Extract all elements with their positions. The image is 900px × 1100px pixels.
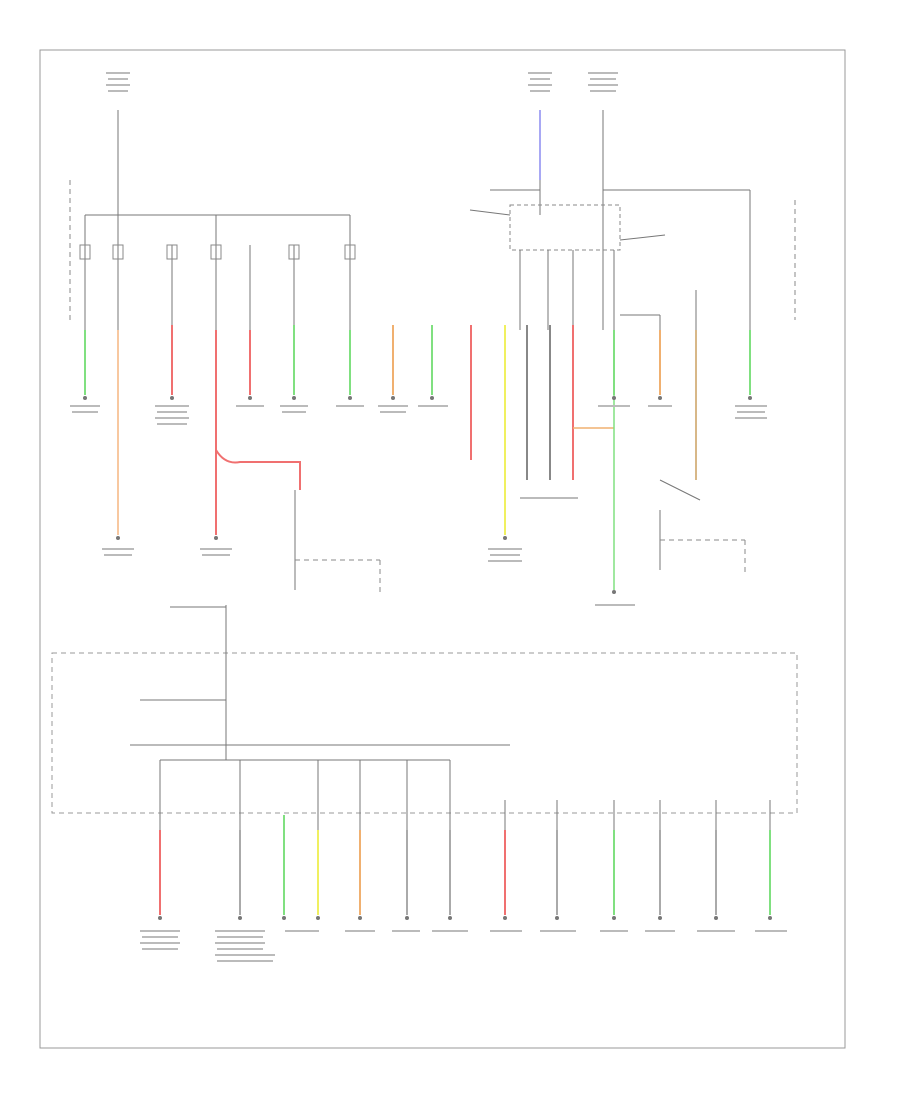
page-frame (39, 49, 846, 1049)
ground-icon (714, 916, 718, 920)
ground-icon (448, 916, 452, 920)
ground-icon (768, 916, 772, 920)
ground-icon (503, 916, 507, 920)
ground-icon (316, 916, 320, 920)
ground-icon (503, 536, 507, 540)
fuse-icon (166, 244, 178, 260)
battery-feed-right (469, 110, 796, 330)
ground-icon (405, 916, 409, 920)
fuse-icon (344, 244, 356, 260)
fuse-icon (210, 244, 222, 260)
ground-icon (391, 396, 395, 400)
ground-icon (658, 396, 662, 400)
mid-left-branch (215, 449, 381, 595)
ground-icon (612, 916, 616, 920)
ground-icon (658, 916, 662, 920)
ground-icon (612, 396, 616, 400)
ground-icon (238, 916, 242, 920)
wires-bottom-row (159, 815, 771, 915)
ground-icon (170, 396, 174, 400)
ignition-feed-left (69, 110, 351, 330)
fuse-row-top-left (79, 244, 356, 260)
fuse-icon (112, 244, 124, 260)
ground-icon (748, 396, 752, 400)
ground-icon (292, 396, 296, 400)
ground-markers (83, 396, 772, 920)
ground-icon (358, 916, 362, 920)
wires-top-row (84, 325, 751, 535)
ground-icon (248, 396, 252, 400)
ground-icon (612, 590, 616, 594)
fuse-icon (288, 244, 300, 260)
relay-icon (509, 204, 621, 251)
ground-icon (158, 916, 162, 920)
ground-icon (430, 396, 434, 400)
ground-icon (348, 396, 352, 400)
lower-junction-box (51, 605, 798, 830)
ground-icon (555, 916, 559, 920)
mid-right-branch (520, 395, 746, 590)
fuse-icon (79, 244, 91, 260)
ground-icon (116, 536, 120, 540)
ground-icon (282, 916, 286, 920)
ground-icon (83, 396, 87, 400)
illegible-label-blocks (70, 72, 787, 962)
ground-icon (214, 536, 218, 540)
